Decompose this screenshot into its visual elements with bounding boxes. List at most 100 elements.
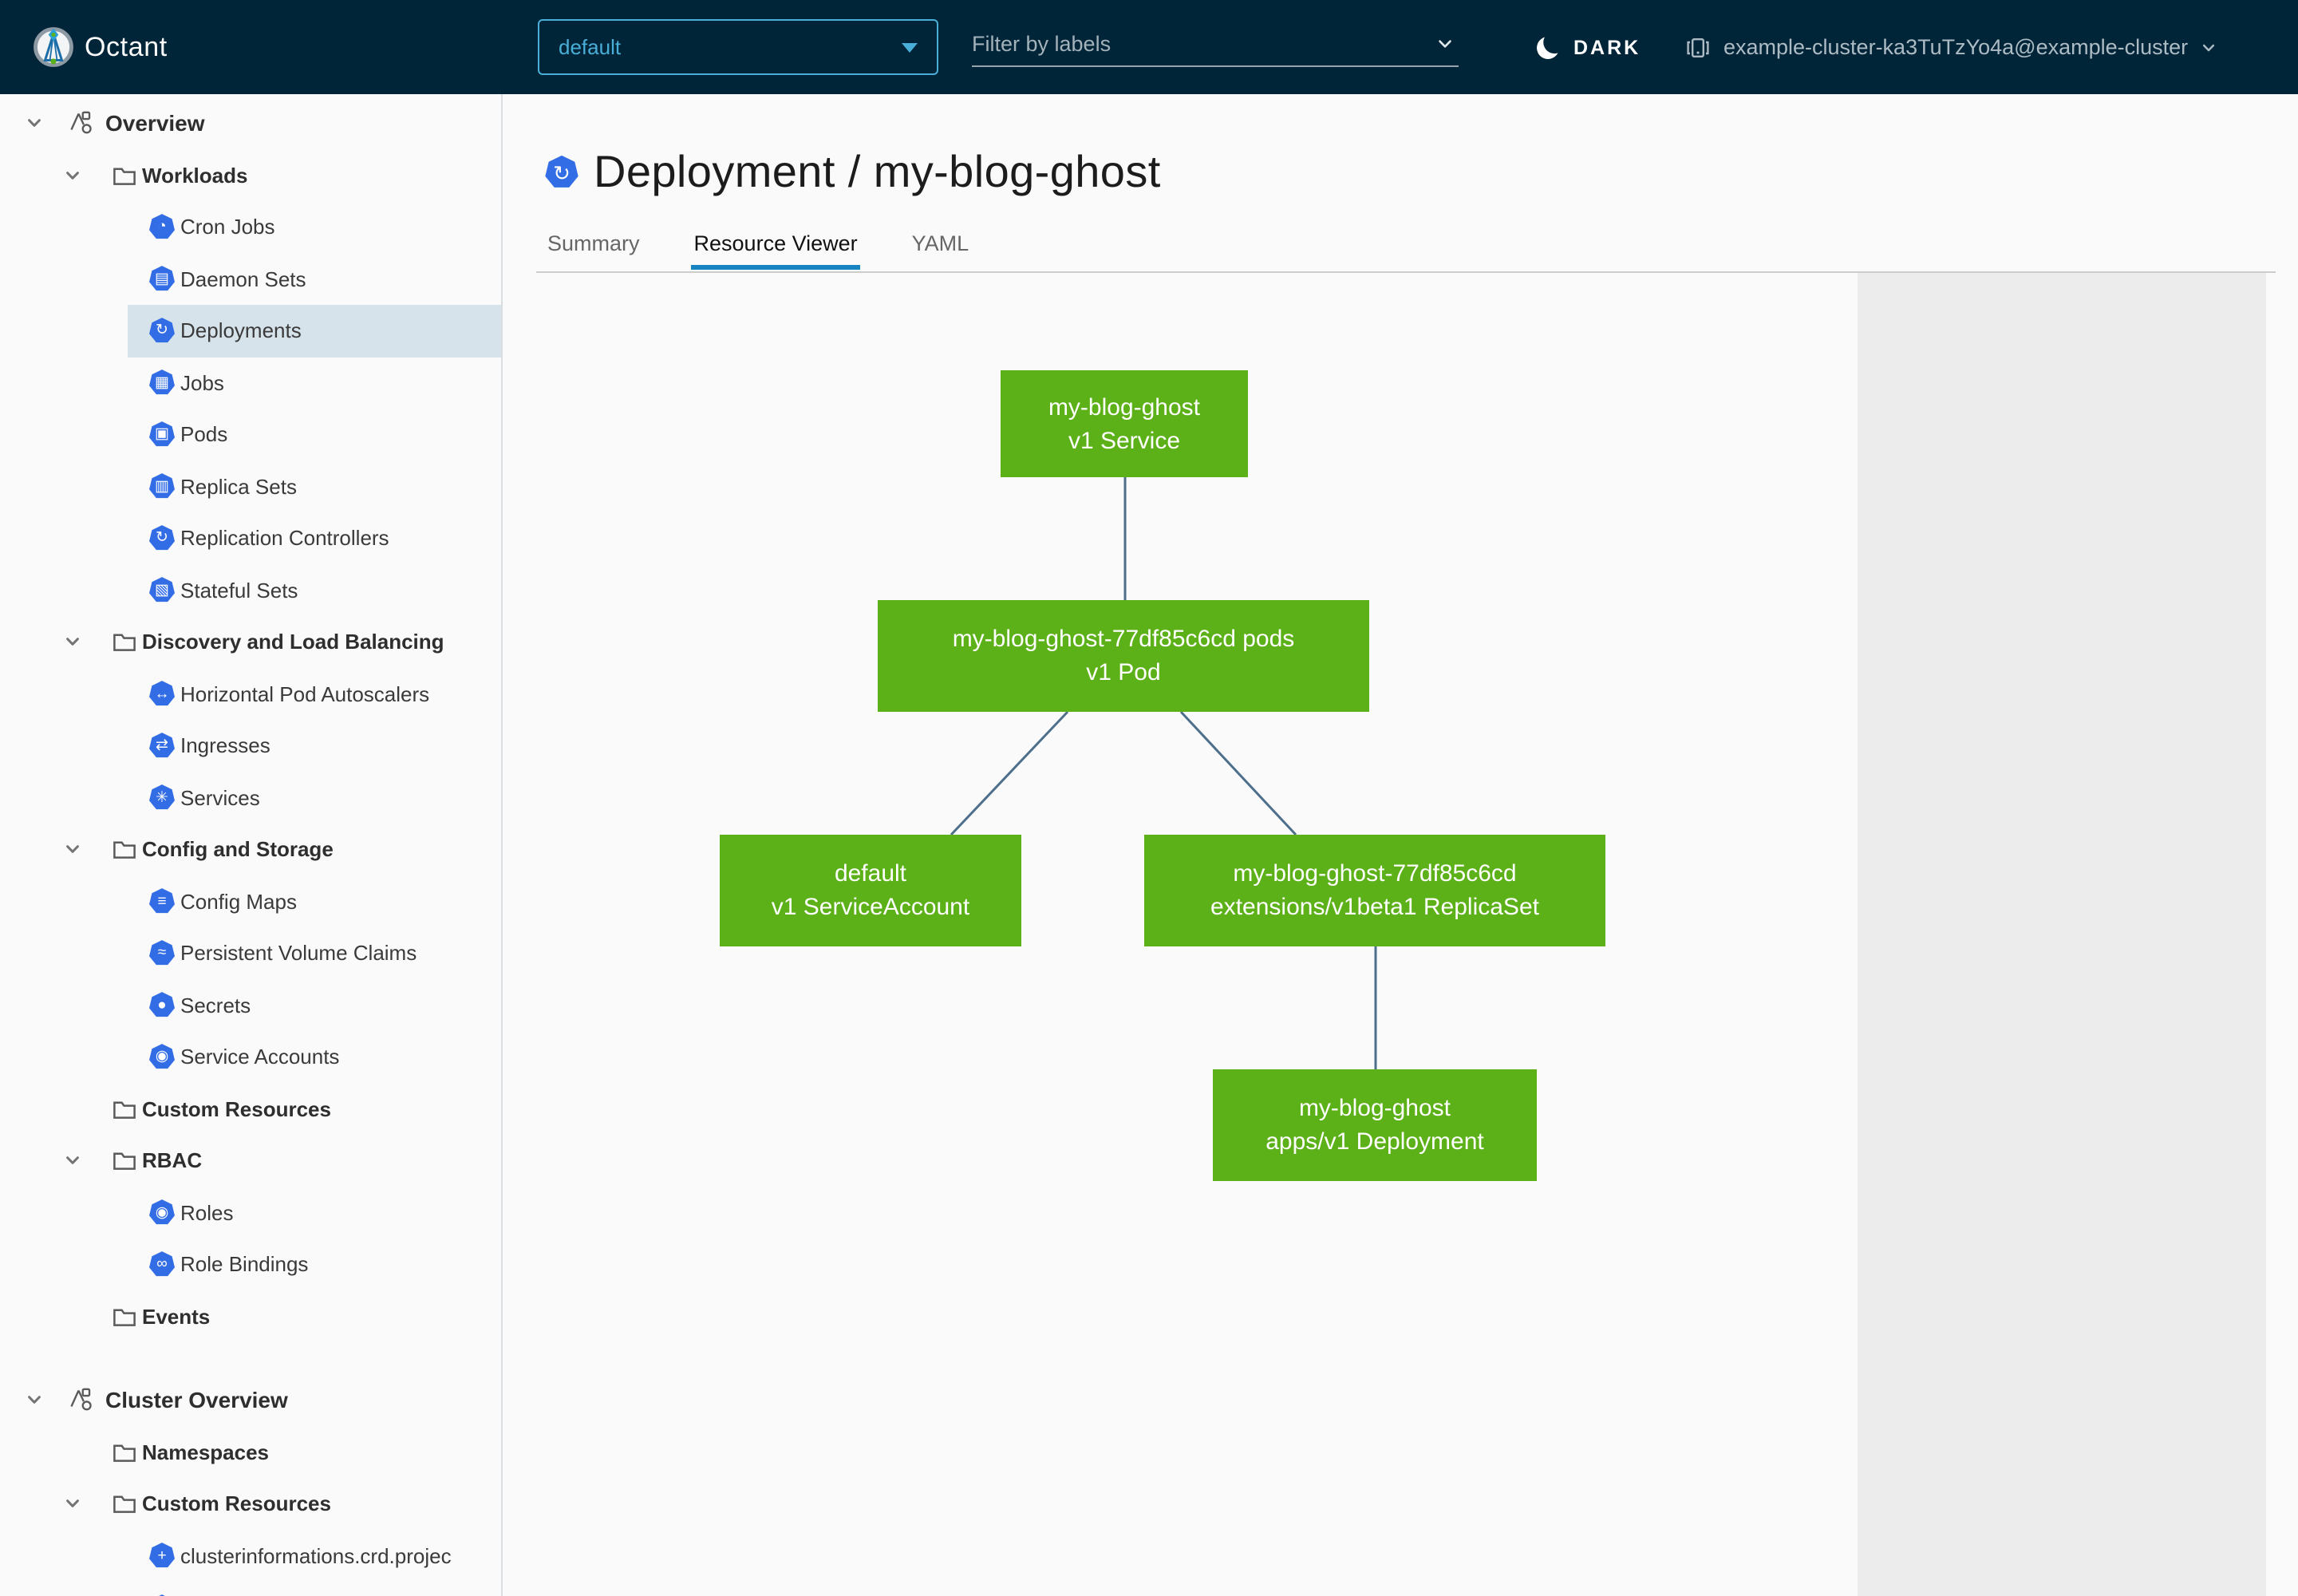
sidebar-item-label: Workloads — [142, 163, 248, 188]
sidebar-item-horizontal-pod-autoscalers[interactable]: ↔Horizontal Pod Autoscalers — [0, 668, 501, 720]
sidebar-item-services[interactable]: ✳Services — [0, 772, 501, 824]
sidebar-item-rbac[interactable]: RBAC — [0, 1135, 501, 1187]
sidebar-item-cluster-overview[interactable]: Cluster Overview — [0, 1374, 501, 1426]
sidebar-item-label: Config and Storage — [142, 837, 334, 862]
sidebar-item-role-bindings[interactable]: ∞Role Bindings — [0, 1238, 501, 1290]
label-filter-input[interactable] — [972, 32, 1435, 56]
sidebar-item-label: Roles — [180, 1200, 234, 1225]
sidebar-item-csidrivers-csi-storage-k8s-io[interactable]: +csidrivers.csi.storage.k8s.io — [0, 1582, 501, 1596]
sidebar-item-label: clusterinformations.crd.projec — [180, 1543, 452, 1568]
sidebar-item-label: Replication Controllers — [180, 526, 389, 551]
chevron-down-icon[interactable] — [26, 1392, 43, 1409]
sidebar-item-deployments[interactable]: ↻Deployments — [0, 305, 501, 357]
graph-node-label: my-blog-ghost — [1298, 1095, 1451, 1122]
sidebar-item-pods[interactable]: ▣Pods — [0, 409, 501, 460]
sidebar-item-stateful-sets[interactable]: ▧Stateful Sets — [0, 564, 501, 616]
sidebar-item-events[interactable]: Events — [0, 1290, 501, 1342]
replica-sets-icon: ▥ — [149, 473, 175, 499]
custom-resource-icon: + — [149, 1543, 175, 1568]
sidebar-item-service-accounts[interactable]: ◉Service Accounts — [0, 1031, 501, 1083]
sidebar-item-label: Ingresses — [180, 733, 270, 758]
sidebar-item-label: Discovery and Load Balancing — [142, 630, 444, 654]
sidebar-item-label: Service Accounts — [180, 1045, 340, 1069]
folder-icon — [112, 164, 137, 188]
chevron-down-icon[interactable] — [64, 841, 81, 859]
tab-summary[interactable]: Summary — [547, 231, 640, 255]
sidebar-item-label: Services — [180, 785, 260, 810]
sidebar-item-replica-sets[interactable]: ▥Replica Sets — [0, 460, 501, 512]
chevron-down-icon[interactable] — [64, 1495, 81, 1513]
sidebar-item-config-maps[interactable]: ≡Config Maps — [0, 875, 501, 927]
graph-node-label: v1 ServiceAccount — [771, 894, 970, 921]
sidebar-item-label: Daemon Sets — [180, 267, 306, 291]
page-title: Deployment / my-blog-ghost — [594, 147, 1161, 196]
sidebar-item-label: Secrets — [180, 993, 251, 1017]
sidebar-item-persistent-volume-claims[interactable]: ≈Persistent Volume Claims — [0, 927, 501, 979]
sidebar-item-label: Custom Resources — [142, 1096, 331, 1121]
sidebar-item-daemon-sets[interactable]: ▤Daemon Sets — [0, 253, 501, 305]
persistent-volume-claims-icon: ≈ — [149, 940, 175, 966]
resource-viewer-side-panel — [1858, 273, 2266, 1596]
sidebar-item-replication-controllers[interactable]: ↻Replication Controllers — [0, 512, 501, 564]
namespace-select[interactable]: default — [538, 19, 938, 75]
dark-mode-toggle[interactable]: DARK — [1537, 0, 1641, 94]
sidebar-item-label: Role Bindings — [180, 1252, 309, 1277]
replication-controllers-icon: ↻ — [149, 525, 175, 551]
sidebar-item-label: Jobs — [180, 370, 224, 395]
sidebar-item-roles[interactable]: ◉Roles — [0, 1187, 501, 1238]
chevron-down-icon[interactable] — [64, 167, 81, 184]
sidebar-item-custom-resources[interactable]: Custom Resources — [0, 1478, 501, 1530]
cluster-context-menu[interactable]: example-cluster-ka3TuTzYo4a@example-clus… — [1685, 0, 2217, 94]
folder-icon — [112, 1305, 137, 1329]
role-bindings-icon: ∞ — [149, 1251, 175, 1277]
chevron-down-icon — [2203, 43, 2215, 51]
graph-node-pods[interactable]: my-blog-ghost-77df85c6cd pods v1 Pod — [878, 600, 1369, 712]
deployments-icon: ↻ — [149, 318, 175, 343]
sidebar-item-workloads[interactable]: Workloads — [0, 149, 501, 201]
chevron-down-icon[interactable] — [1435, 34, 1455, 54]
sidebar-item-jobs[interactable]: ▦Jobs — [0, 357, 501, 409]
sidebar-item-overview[interactable]: Overview — [0, 97, 501, 149]
sidebar-item-custom-resources[interactable]: Custom Resources — [0, 1083, 501, 1135]
caret-down-icon — [902, 42, 918, 52]
folder-icon — [112, 630, 137, 654]
cron-jobs-icon: ◔ — [149, 214, 175, 239]
chevron-down-icon[interactable] — [64, 1152, 81, 1170]
graph-node-label: v1 Pod — [1086, 659, 1161, 686]
sidebar-item-label: Config Maps — [180, 889, 297, 914]
sidebar-item-clusterinformations-crd-projec[interactable]: +clusterinformations.crd.projec — [0, 1530, 501, 1582]
secrets-icon: ● — [149, 992, 175, 1017]
moon-icon — [1534, 33, 1562, 61]
resource-graph-edges — [950, 477, 1377, 1069]
cluster-context-label: example-cluster-ka3TuTzYo4a@example-clus… — [1724, 35, 2189, 59]
tab-resource-viewer[interactable]: Resource Viewer — [690, 231, 861, 270]
services-icon: ✳ — [149, 784, 175, 810]
config-maps-icon: ≡ — [149, 888, 175, 914]
tab-yaml[interactable]: YAML — [911, 231, 969, 255]
sidebar-item-secrets[interactable]: ●Secrets — [0, 979, 501, 1031]
sidebar-item-cron-jobs[interactable]: ◔Cron Jobs — [0, 201, 501, 253]
daemon-sets-icon: ▤ — [149, 266, 175, 291]
service-accounts-icon: ◉ — [149, 1044, 175, 1069]
sidebar-item-ingresses[interactable]: ⇄Ingresses — [0, 720, 501, 772]
sidebar-item-label: Deployments — [180, 318, 302, 343]
chevron-down-icon[interactable] — [64, 634, 81, 651]
tab-divider — [536, 271, 2276, 273]
folder-icon — [112, 1492, 137, 1516]
graph-node-label: my-blog-ghost-77df85c6cd pods — [952, 626, 1295, 653]
tab-bar: Summary Resource Viewer YAML — [544, 231, 972, 270]
chevron-down-icon[interactable] — [26, 115, 43, 132]
sidebar-item-label: Custom Resources — [142, 1491, 331, 1516]
sidebar-item-label: Cron Jobs — [180, 215, 275, 239]
sidebar-item-discovery-and-load-balancing[interactable]: Discovery and Load Balancing — [0, 616, 501, 668]
label-filter — [972, 22, 1459, 67]
sidebar-item-namespaces[interactable]: Namespaces — [0, 1426, 501, 1478]
horizontal-pod-autoscalers-icon: ↔ — [149, 681, 175, 706]
sidebar-item-config-and-storage[interactable]: Config and Storage — [0, 824, 501, 875]
namespace-select-value: default — [559, 35, 622, 59]
